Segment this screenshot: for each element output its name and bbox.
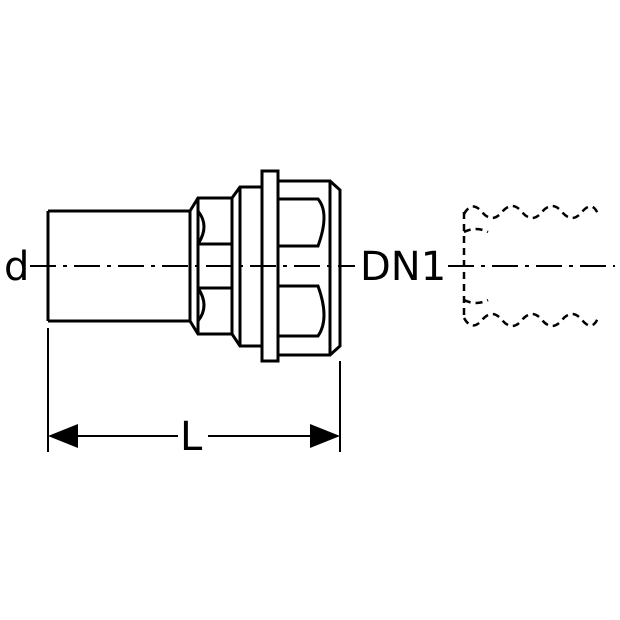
label-l: L bbox=[180, 414, 203, 460]
arrow-right-icon bbox=[310, 424, 340, 448]
hex-body bbox=[188, 196, 234, 336]
union-nut bbox=[260, 169, 342, 363]
dimension-l bbox=[47, 328, 341, 452]
corrugated-hose bbox=[462, 204, 600, 328]
arrow-left-icon bbox=[48, 424, 78, 448]
pipe-stub bbox=[46, 209, 190, 323]
label-d: d bbox=[4, 244, 29, 290]
label-dn1: DN1 bbox=[360, 244, 446, 290]
